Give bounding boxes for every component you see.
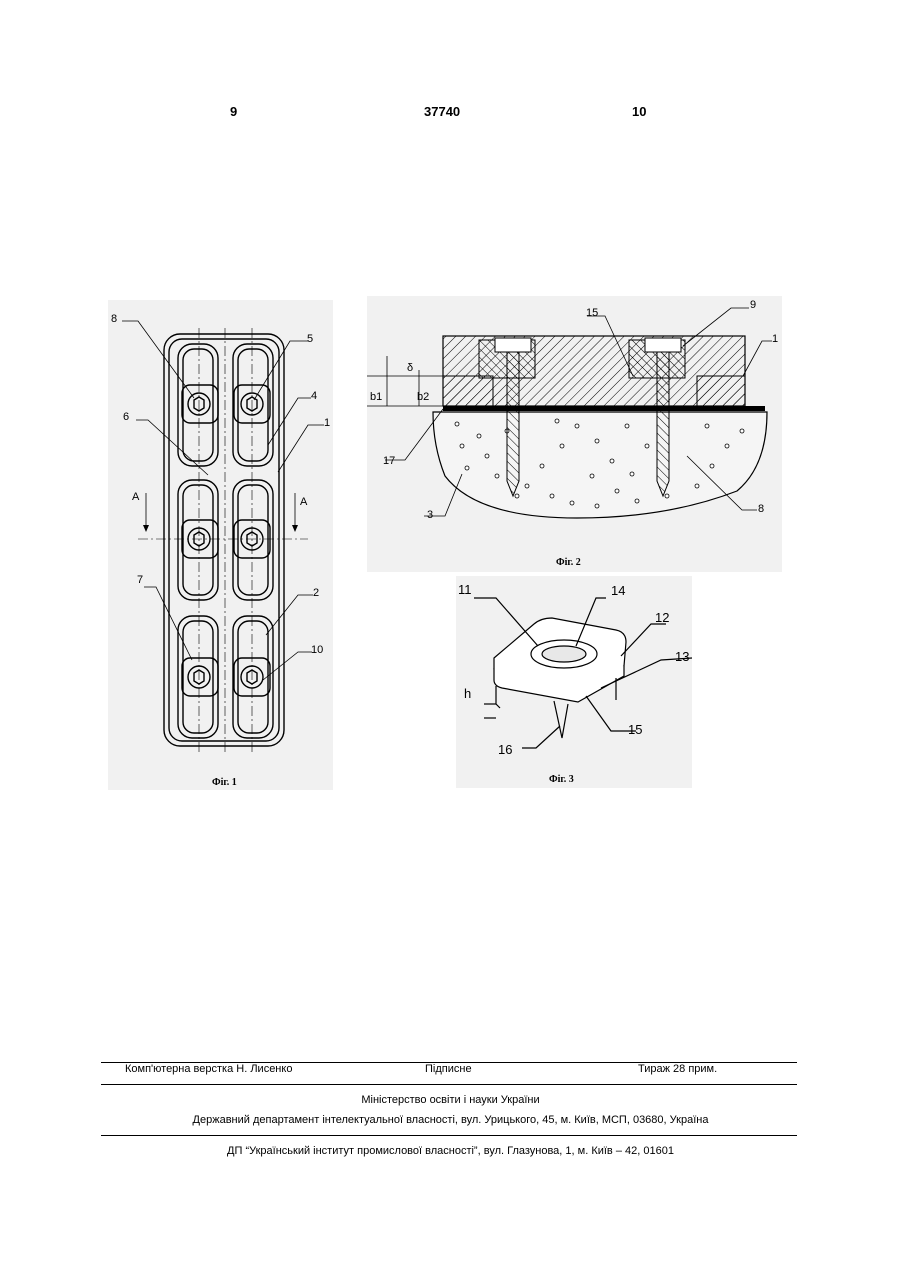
fig3-label-11: 11 xyxy=(458,582,472,597)
fig2-label-8: 8 xyxy=(758,503,764,515)
fig1-label-5: 5 xyxy=(307,333,313,345)
page-number-right: 10 xyxy=(632,104,646,119)
footer-institute: ДП “Український інститут промислової вла… xyxy=(0,1145,901,1157)
figure-2-drawing: 15 9 1 δ b1 b2 17 3 8 xyxy=(367,296,782,572)
footer-rule-middle xyxy=(101,1084,797,1085)
fig3-label-15: 15 xyxy=(628,722,642,737)
fig2-label-b2: b2 xyxy=(417,391,429,403)
fig3-label-14: 14 xyxy=(611,583,625,598)
footer-signed: Підписне xyxy=(425,1063,472,1075)
fig1-label-4: 4 xyxy=(311,390,317,402)
fig1-label-a-left: A xyxy=(132,491,140,503)
footer-circulation: Тираж 28 прим. xyxy=(638,1063,717,1075)
figure-1-drawing: 8 5 4 6 1 A A 7 2 10 xyxy=(108,300,333,790)
fig2-label-delta: δ xyxy=(407,362,413,374)
fig1-label-a-right: A xyxy=(300,496,308,508)
footer-rule-bottom xyxy=(101,1135,797,1136)
figure-3-caption: Фіг. 3 xyxy=(549,774,574,785)
fig3-label-h: h xyxy=(464,686,471,701)
fig1-label-2: 2 xyxy=(313,587,319,599)
patent-number: 37740 xyxy=(424,104,460,119)
figure-1-caption: Фіг. 1 xyxy=(212,777,237,788)
footer-layout-credit: Комп'ютерна верстка Н. Лисенко xyxy=(125,1063,292,1075)
footer-department: Державний департамент інтелектуальної вл… xyxy=(0,1114,901,1126)
fig2-label-9: 9 xyxy=(750,299,756,311)
footer-ministry: Міністерство освіти і науки України xyxy=(0,1094,901,1106)
fig2-label-b1: b1 xyxy=(370,391,382,403)
fig1-label-10: 10 xyxy=(311,644,323,656)
fig2-label-17: 17 xyxy=(383,455,395,467)
fig3-label-12: 12 xyxy=(655,610,669,625)
fig1-label-6: 6 xyxy=(123,411,129,423)
fig2-label-1: 1 xyxy=(772,333,778,345)
fig2-label-3: 3 xyxy=(427,509,433,521)
figure-2-caption: Фіг. 2 xyxy=(556,557,581,568)
fig1-label-7: 7 xyxy=(137,574,143,586)
fig3-label-16: 16 xyxy=(498,742,512,757)
figure-3-drawing: 11 14 12 13 h 15 16 xyxy=(456,576,692,788)
fig2-label-15: 15 xyxy=(586,307,598,319)
fig1-label-1: 1 xyxy=(324,417,330,429)
fig1-label-8: 8 xyxy=(111,313,117,325)
fig3-label-13: 13 xyxy=(675,649,689,664)
page-number-left: 9 xyxy=(230,104,237,119)
